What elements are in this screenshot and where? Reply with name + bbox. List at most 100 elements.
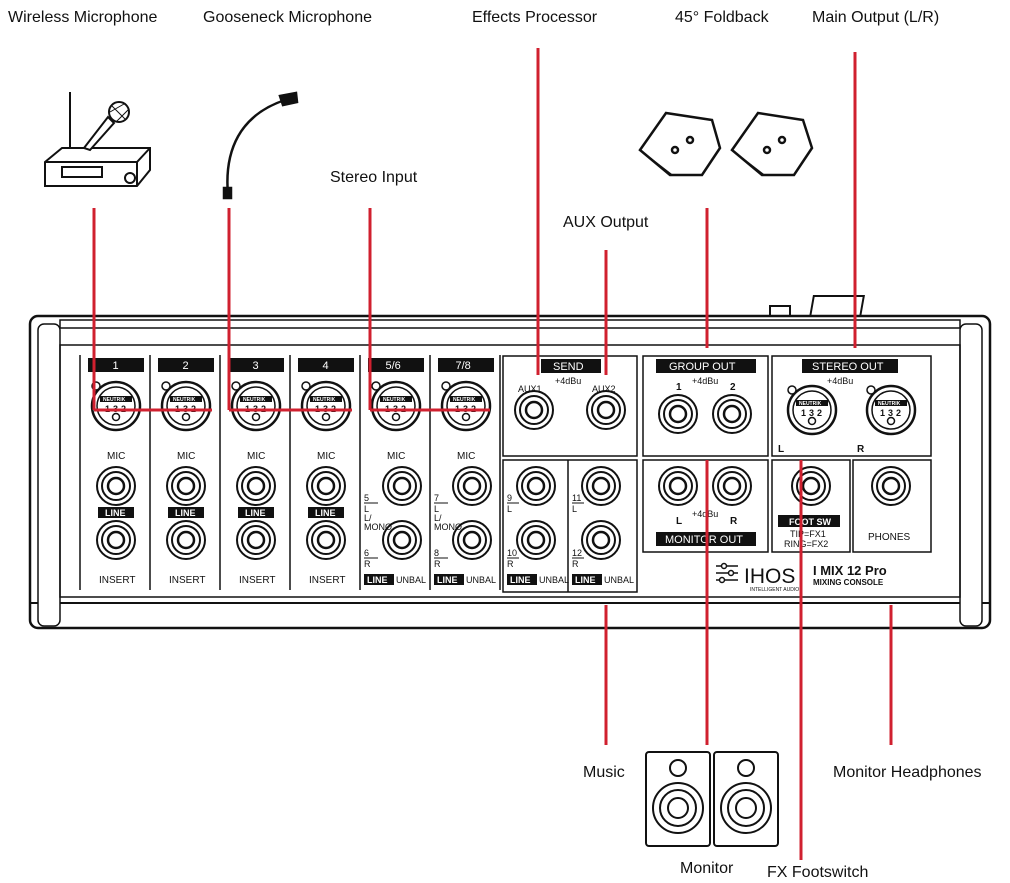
foot-sw-header: FOOT SW	[778, 515, 840, 527]
line-r-label: R	[364, 559, 371, 569]
jack-sockets	[514, 390, 911, 506]
signal-cables	[92, 48, 893, 860]
line-jack	[306, 466, 346, 506]
xlr-pin-label: 2	[817, 408, 822, 418]
line-l-jack	[516, 466, 556, 506]
stereo-out-header: STEREO OUT	[802, 359, 898, 373]
handheld-microphone-icon	[82, 101, 130, 152]
xlr-brand: NEUTRIK	[799, 401, 822, 407]
group-2-label: 2	[730, 382, 736, 393]
unbal-label: UNBAL	[604, 575, 634, 585]
send-level-label: +4dBu	[555, 376, 581, 386]
xlr-latch	[161, 381, 171, 391]
label-monitor: Monitor	[680, 860, 734, 877]
label-effects-processor: Effects Processor	[472, 9, 598, 26]
label-monitor-headphones: Monitor Headphones	[833, 764, 982, 781]
model-name: I MIX 12 Pro	[813, 563, 887, 578]
mic-label: MIC	[107, 451, 125, 462]
phones-jack	[871, 466, 911, 506]
channel-number-label: 7/8	[456, 360, 471, 372]
xlr-brand: NEUTRIK	[878, 401, 901, 407]
insert-label: INSERT	[169, 575, 206, 586]
line-badge	[572, 574, 602, 585]
line-badge	[364, 574, 394, 585]
line-badge	[507, 574, 537, 585]
group-2-jack	[712, 394, 752, 434]
xlr-latch	[866, 385, 876, 395]
line-label: LINE	[510, 575, 531, 585]
mic-label: MIC	[177, 451, 195, 462]
send-label: SEND	[553, 361, 584, 373]
line-number-label: 11	[572, 493, 581, 503]
send-section	[502, 355, 932, 593]
xlr-brand: NEUTRIK	[243, 397, 266, 403]
line-label: LINE	[105, 508, 126, 518]
line-r-jack	[382, 520, 422, 560]
xlr-brand: NEUTRIK	[173, 397, 196, 403]
xlr-brand: NEUTRIK	[453, 397, 476, 403]
line-badge	[238, 507, 274, 518]
brand-name: IHOS	[744, 565, 795, 588]
line-number-label: 5	[364, 493, 369, 503]
unbal-label: UNBAL	[539, 575, 569, 585]
insert-jack	[306, 520, 346, 560]
channel-number-label: 2	[183, 360, 189, 372]
xlr-pin-label: 3	[809, 408, 814, 418]
mic-label: MIC	[457, 451, 475, 462]
channel-number-label: 1	[113, 360, 119, 372]
monitor-speaker-left-icon	[645, 751, 711, 847]
stereo-l-label: L	[778, 444, 784, 455]
gooseneck-microphone-icon	[222, 91, 299, 200]
channel-header	[228, 358, 284, 372]
group-1-jack	[658, 394, 698, 434]
label-fx-footswitch: FX Footswitch	[767, 864, 868, 881]
rear-knobs	[769, 295, 865, 319]
label-aux-output: AUX Output	[563, 214, 649, 231]
line-l-label: L	[364, 504, 369, 514]
xlr-brand: NEUTRIK	[383, 397, 406, 403]
brand-tagline: INTELLIGENT AUDIO	[750, 587, 799, 593]
insert-label: INSERT	[99, 575, 136, 586]
line-badge	[434, 574, 464, 585]
channel-number-label: 3	[253, 360, 259, 372]
insert-jack	[166, 520, 206, 560]
monitor-r-jack	[712, 466, 752, 506]
monitor-l-label: L	[676, 516, 682, 527]
label-main-output: Main Output (L/R)	[812, 9, 939, 26]
line-number-label: 12	[572, 548, 582, 558]
line-label: LINE	[175, 508, 196, 518]
line-label: LINE	[437, 575, 458, 585]
group-1-label: 1	[676, 382, 682, 393]
mic-label: MIC	[387, 451, 405, 462]
foot-sw-jack	[791, 466, 831, 506]
stereo-level-label: +4dBu	[827, 376, 853, 386]
monitor-speaker-right-icon	[713, 751, 779, 847]
xlr-pin-label: 1	[880, 408, 885, 418]
group-level-label: +4dBu	[692, 376, 718, 386]
line-number-label: 9	[507, 493, 512, 503]
line-l-jack	[382, 466, 422, 506]
line-jack	[166, 466, 206, 506]
foot-sw-ring: RING=FX2	[784, 539, 828, 549]
monitor-level-label: +4dBu	[692, 509, 718, 519]
line-number-label: 8	[434, 548, 439, 558]
insert-label: INSERT	[239, 575, 276, 586]
xlr-latch	[371, 381, 381, 391]
aux2-label: AUX2	[592, 384, 616, 394]
insert-label: INSERT	[309, 575, 346, 586]
line-l-label: L	[507, 504, 512, 514]
send-header: SEND	[541, 359, 601, 373]
line-l-label: L	[434, 504, 439, 514]
monitor-r-label: R	[730, 516, 738, 527]
